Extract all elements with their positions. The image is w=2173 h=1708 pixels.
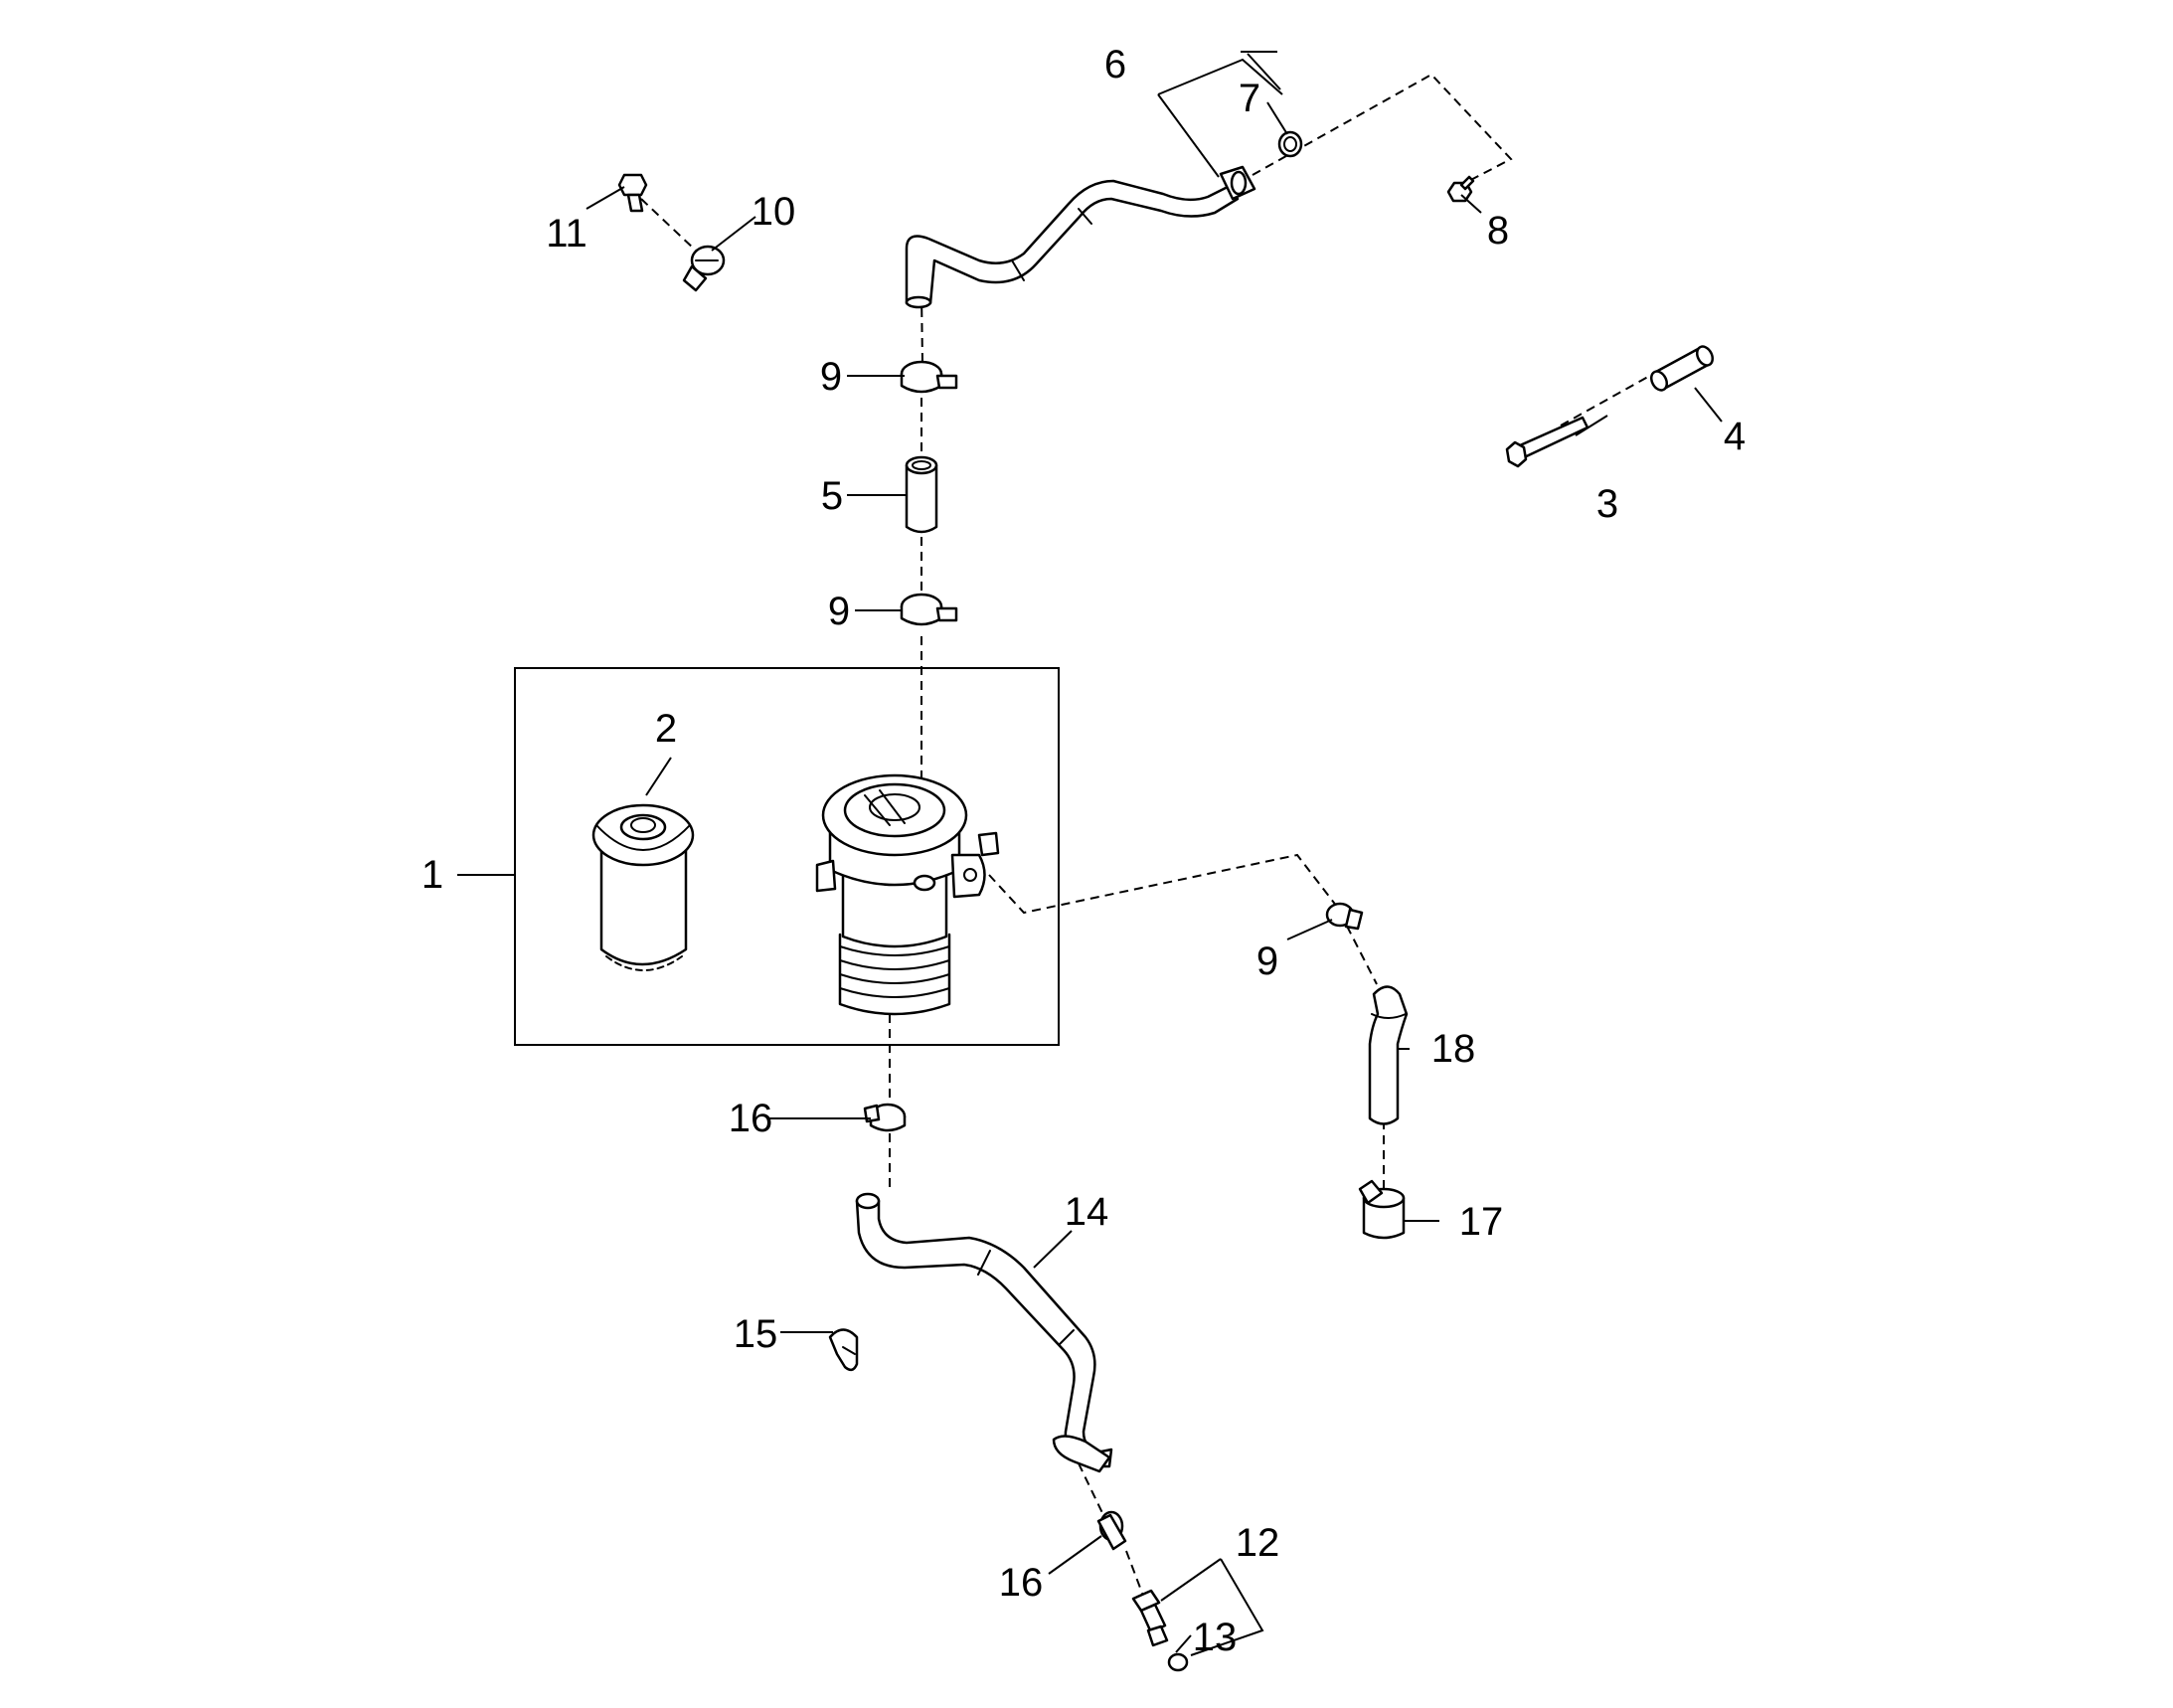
filter-element-2 (591, 803, 695, 971)
callout-11: 11 (546, 212, 587, 256)
callout-5: 5 (821, 474, 843, 518)
callout-9-top: 9 (820, 355, 842, 399)
sleeve-4 (1649, 345, 1715, 392)
clamp-16-top (863, 1103, 907, 1132)
clamp-16-bottom (1096, 1510, 1127, 1551)
lower-hose-14 (855, 1192, 1113, 1473)
bolt-8 (1446, 175, 1475, 203)
hose-clamp-9-middle (900, 593, 958, 626)
clamp-17 (1358, 1179, 1406, 1240)
callout-18: 18 (1431, 1027, 1476, 1071)
callout-13: 13 (1193, 1616, 1238, 1659)
callout-3: 3 (1596, 482, 1618, 526)
callout-1: 1 (421, 853, 443, 897)
o-ring-13 (1167, 1652, 1189, 1672)
callout-7: 7 (1239, 77, 1260, 120)
bolt-3 (1505, 416, 1589, 468)
filter-housing (815, 773, 1000, 1016)
upper-hose (905, 165, 1256, 309)
callout-16-bottom: 16 (999, 1561, 1044, 1605)
o-ring-7 (1277, 130, 1303, 158)
clip-15 (828, 1328, 859, 1372)
callout-2: 2 (655, 707, 677, 751)
callout-8: 8 (1487, 209, 1509, 253)
callout-14: 14 (1065, 1190, 1109, 1234)
callout-15: 15 (734, 1312, 778, 1356)
assembly-frame (514, 667, 1060, 1046)
hose-clamp-9-right (1325, 902, 1364, 931)
callout-12: 12 (1236, 1521, 1280, 1565)
hose-clamp-9-top (900, 360, 958, 394)
callout-10: 10 (752, 190, 796, 234)
bolt-11 (617, 173, 648, 213)
callout-9-right: 9 (1256, 939, 1278, 983)
sensor-12 (1131, 1589, 1169, 1647)
bent-hose-18 (1368, 985, 1409, 1125)
callout-6: 6 (1104, 43, 1126, 86)
callout-4: 4 (1724, 415, 1746, 458)
callout-labels: 1 2 3 4 5 6 7 8 9 9 9 10 11 12 13 14 15 … (421, 43, 1746, 1659)
callout-16-top: 16 (729, 1097, 773, 1140)
callout-9-middle: 9 (828, 590, 850, 633)
leader-lines (457, 51, 1723, 1656)
short-hose-5 (905, 455, 938, 534)
clamp-10 (682, 245, 726, 292)
assembly-lines (640, 73, 1656, 1597)
callout-17: 17 (1459, 1200, 1504, 1244)
